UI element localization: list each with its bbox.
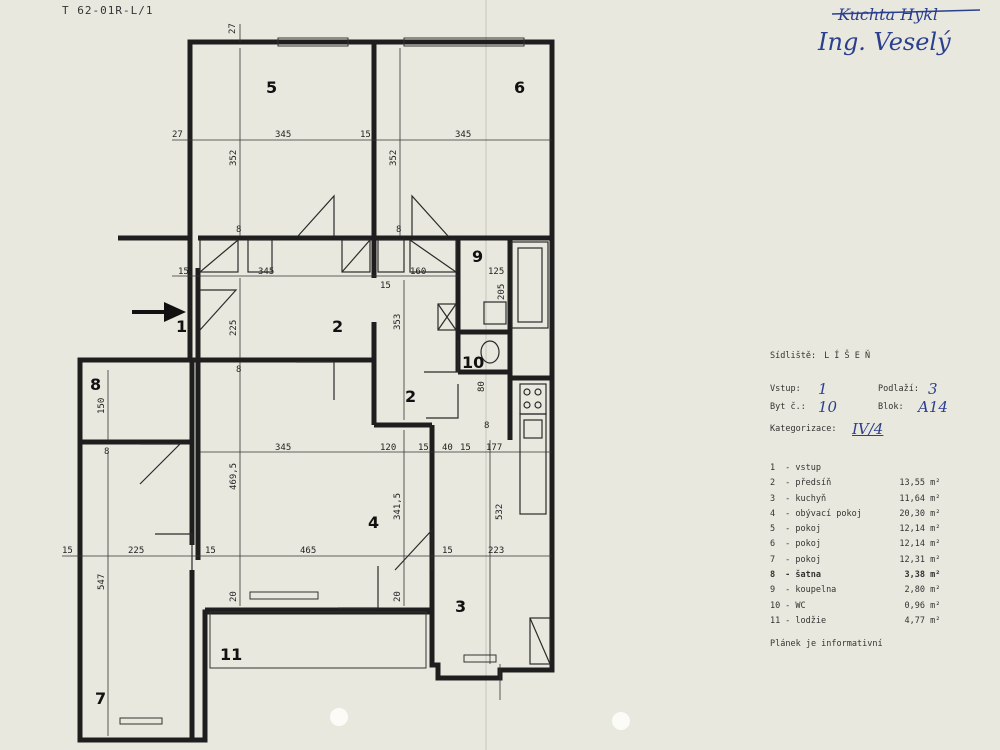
dim-352-room5: 352	[229, 150, 239, 166]
strike-line	[831, 9, 981, 15]
dim-8-d: 8	[104, 447, 109, 457]
room-number-2-corridor: 2	[405, 387, 416, 406]
dim-352-room6: 352	[389, 150, 399, 166]
room-number-3: 3	[455, 597, 466, 616]
dim-547: 547	[97, 574, 107, 590]
interior-walls	[82, 42, 552, 740]
dim-177: 177	[486, 443, 502, 453]
legend-item: 1 - vstup	[770, 463, 821, 473]
dim-15-b: 15	[178, 267, 189, 277]
punch-hole	[330, 708, 348, 726]
sidliste-label: Sídliště:	[770, 351, 817, 361]
dim-223: 223	[488, 546, 504, 556]
podlazi-value: 3	[928, 380, 938, 398]
room-number-8: 8	[90, 375, 101, 394]
punch-hole	[612, 712, 630, 730]
dim-8-a: 8	[236, 225, 241, 235]
windows	[119, 37, 525, 725]
fixtures	[437, 241, 551, 665]
dim-20-a: 20	[229, 591, 239, 602]
room-number-7: 7	[95, 689, 106, 708]
legend-note: Plánek je informativní	[770, 639, 883, 650]
dim-8-e: 8	[484, 421, 489, 431]
wardrobes	[199, 239, 457, 273]
dim-40: 40	[442, 443, 453, 453]
sidliste-value: L Í Š E Ň	[824, 351, 871, 361]
dim-345-hall: 345	[258, 267, 274, 277]
vstup-label: Vstup:	[770, 384, 801, 394]
blok-value: A14	[918, 398, 948, 416]
dim-125: 125	[488, 267, 504, 277]
info-block: Sídliště: L Í Š E Ň Vstup: 1 Podlaží: 3 …	[770, 350, 990, 438]
room-number-2-hall: 2	[332, 317, 343, 336]
dim-15-g: 15	[205, 546, 216, 556]
vstup-value: 1	[818, 380, 828, 398]
entry-arrow-icon	[132, 302, 186, 322]
dim-8-c: 8	[236, 365, 241, 375]
signature: Ing. Veselý	[817, 28, 951, 56]
kategorizace-value: IV/4	[852, 420, 884, 438]
room-number-10: 10	[462, 353, 484, 372]
dim-345-room6: 345	[455, 130, 471, 140]
dimension-labels: 27 27 345 15 345 352 352 8 8 15 345 160 …	[62, 23, 507, 602]
drawing-code: T 62-01R-L/1	[62, 4, 154, 17]
dim-15-e: 15	[460, 443, 471, 453]
dim-225-hall: 225	[229, 320, 239, 336]
dim-160: 160	[410, 267, 426, 277]
room-number-6: 6	[514, 78, 525, 97]
dimension-lines	[62, 24, 552, 736]
dim-465: 465	[300, 546, 316, 556]
room-numbers: 1 2 2 3 4 5 6 7 8 9 10 11	[90, 78, 525, 708]
room-number-4: 4	[368, 513, 379, 532]
dim-120: 120	[380, 443, 396, 453]
dim-532: 532	[495, 504, 505, 520]
dim-150: 150	[97, 398, 107, 414]
dim-27-left: 27	[172, 130, 183, 140]
struck-signature: Kuchta Hykl	[837, 5, 938, 24]
dim-15-d: 15	[418, 443, 429, 453]
dim-469-5: 469,5	[229, 463, 239, 490]
dim-225-room7: 225	[128, 546, 144, 556]
dim-15-f: 15	[62, 546, 73, 556]
dim-345-living: 345	[275, 443, 291, 453]
dim-80: 80	[477, 381, 487, 392]
room-number-5: 5	[266, 78, 277, 97]
dim-20-b: 20	[393, 591, 403, 602]
dim-353: 353	[393, 314, 403, 330]
dim-345-room5: 345	[275, 130, 291, 140]
fold-line	[485, 0, 487, 750]
byt-value: 10	[818, 398, 838, 416]
byt-label: Byt č.:	[770, 402, 806, 412]
room-number-1: 1	[176, 317, 187, 336]
door-swings	[139, 194, 459, 609]
blok-label: Blok:	[878, 402, 904, 412]
dim-205: 205	[497, 284, 507, 300]
dim-8-b: 8	[396, 225, 401, 235]
room-number-11: 11	[220, 645, 242, 664]
podlazi-label: Podlaží:	[878, 384, 919, 394]
dim-15-h: 15	[442, 546, 453, 556]
dim-341-5: 341,5	[393, 493, 403, 520]
dim-27-top: 27	[228, 23, 238, 34]
room-number-9: 9	[472, 247, 483, 266]
kategorizace-label: Kategorizace:	[770, 424, 837, 434]
dim-15-c: 15	[380, 281, 391, 291]
dim-15: 15	[360, 130, 371, 140]
